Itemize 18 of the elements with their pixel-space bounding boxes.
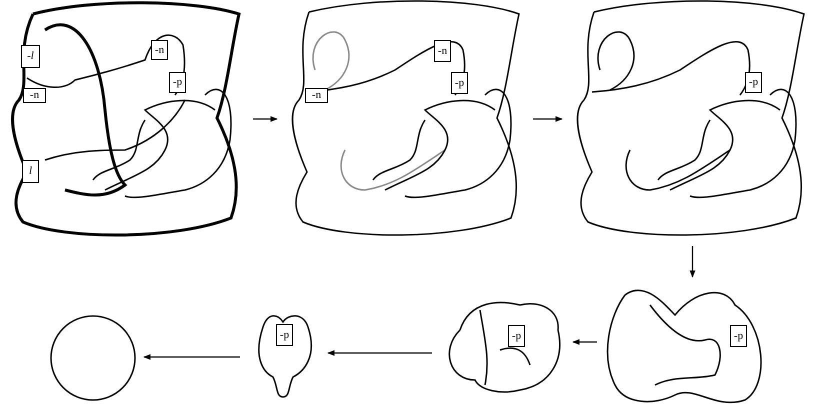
label-box: -p	[451, 72, 468, 94]
label-box: -n	[151, 40, 168, 60]
arrow	[572, 339, 597, 345]
label-box: l	[22, 160, 39, 183]
arrow	[143, 354, 240, 360]
arrow	[533, 116, 563, 122]
label-box: -p	[169, 72, 186, 93]
arrow	[327, 350, 432, 356]
label-box: -n	[434, 40, 451, 62]
label-box: -p	[508, 325, 525, 347]
arrow	[253, 116, 278, 122]
label-box: -p	[730, 325, 747, 347]
arrow	[690, 246, 696, 278]
label-box: -p	[276, 324, 293, 346]
label-box: -p	[745, 72, 762, 93]
label-box: -l	[21, 45, 40, 68]
label-box: -n	[23, 88, 46, 103]
label-box: -n	[305, 88, 328, 103]
